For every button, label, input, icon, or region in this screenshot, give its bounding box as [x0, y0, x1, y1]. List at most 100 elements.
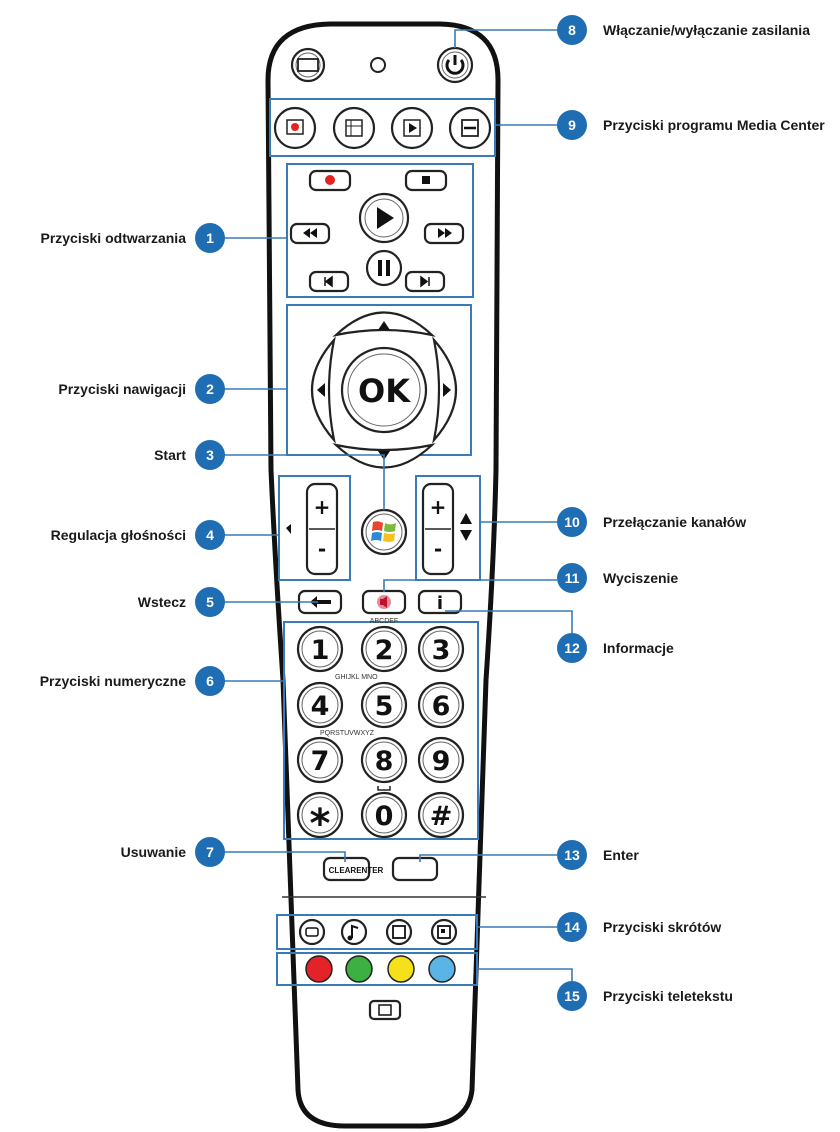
- key-4[interactable]: 4: [296, 681, 344, 729]
- callout-badge: [557, 563, 587, 593]
- key-label: 9: [432, 746, 451, 777]
- indicator-led: [370, 57, 386, 73]
- aspect-button[interactable]: [290, 47, 326, 83]
- callout-badge: [557, 507, 587, 537]
- callout-number: 12: [564, 640, 580, 656]
- numeric-group: [283, 621, 479, 840]
- callout-label: Przełączanie kanałów: [603, 514, 746, 530]
- clear-label: CLEARENTER: [329, 866, 384, 875]
- videos-button[interactable]: [385, 918, 413, 946]
- power-button[interactable]: [436, 46, 474, 84]
- info-icon: i: [437, 593, 443, 614]
- callout-badge: [195, 374, 225, 404]
- key-1[interactable]: 1: [296, 625, 344, 673]
- callout-label: Przyciski numeryczne: [40, 673, 187, 689]
- key-8[interactable]: 8: [360, 736, 408, 784]
- rewind-button[interactable]: [289, 222, 331, 245]
- ok-button[interactable]: OK: [340, 346, 428, 434]
- fast-forward-icon: [438, 228, 452, 238]
- fast-forward-button[interactable]: [423, 222, 465, 245]
- dvd-menu-button[interactable]: [448, 106, 492, 150]
- volume-group: [278, 475, 351, 581]
- speaker-icon: [286, 524, 291, 534]
- key-2[interactable]: 2: [360, 625, 408, 673]
- record-button[interactable]: [308, 169, 352, 192]
- key-star[interactable]: *: [296, 791, 344, 847]
- key-3[interactable]: 3: [417, 625, 465, 673]
- callout-label: Wyciszenie: [603, 570, 678, 586]
- start-button[interactable]: [360, 508, 408, 556]
- guide-button[interactable]: [332, 106, 376, 150]
- channel-arrows-icon: [460, 513, 472, 541]
- callout-label: Przyciski skrótów: [603, 919, 721, 935]
- callout-2: 2 Przyciski nawigacji: [58, 374, 225, 404]
- key-6[interactable]: 6: [417, 681, 465, 729]
- ok-label: OK: [358, 372, 411, 410]
- recorded-tv-button[interactable]: [390, 106, 434, 150]
- callout-badge: [195, 837, 225, 867]
- callout-number: 2: [206, 381, 214, 397]
- mute-button[interactable]: [361, 589, 407, 615]
- nav-left-button[interactable]: [310, 336, 336, 444]
- live-tv-button[interactable]: [273, 106, 317, 150]
- callout-number: 15: [564, 988, 580, 1004]
- callout-number: 14: [564, 919, 580, 935]
- video-icon: [392, 925, 406, 939]
- back-button[interactable]: [297, 589, 343, 615]
- enter-button[interactable]: [391, 856, 439, 882]
- letters-ghi: GHIJKL MNO: [335, 674, 378, 681]
- play-button[interactable]: [358, 192, 410, 244]
- media-center-group: [269, 98, 496, 157]
- key-label: 0: [375, 801, 394, 832]
- teletext-blue-button[interactable]: [428, 955, 456, 983]
- clear-button[interactable]: CLEARENTER: [322, 856, 384, 882]
- channel-rocker[interactable]: + -: [421, 482, 455, 576]
- key-label: 8: [375, 746, 394, 777]
- play-icon: [377, 207, 394, 229]
- stop-button[interactable]: [404, 169, 448, 192]
- previous-button[interactable]: [308, 270, 350, 293]
- callout-14: 14 Przyciski skrótów: [557, 912, 721, 942]
- record-tv-icon: [291, 123, 299, 131]
- callout-number: 8: [568, 22, 576, 38]
- callout-label: Przyciski odtwarzania: [40, 230, 186, 246]
- info-button[interactable]: i: [417, 589, 463, 615]
- key-label: 4: [311, 691, 330, 722]
- teletext-green-button[interactable]: [345, 955, 373, 983]
- previous-icon: [324, 275, 333, 288]
- key-9[interactable]: 9: [417, 736, 465, 784]
- callout-number: 10: [564, 514, 580, 530]
- nav-right-button[interactable]: [432, 336, 458, 444]
- music-button[interactable]: [340, 918, 368, 946]
- callout-badge: [557, 981, 587, 1011]
- callout-label: Informacje: [603, 640, 674, 656]
- space-icon: [377, 786, 391, 791]
- callout-badge: [195, 223, 225, 253]
- callout-number: 6: [206, 673, 214, 689]
- nav-up-button[interactable]: [332, 311, 436, 337]
- callout-label: Regulacja głośności: [51, 527, 186, 543]
- key-7[interactable]: 7: [296, 736, 344, 784]
- key-5[interactable]: 5: [360, 681, 408, 729]
- pictures-button[interactable]: [298, 918, 326, 946]
- teletext-button[interactable]: [368, 999, 402, 1021]
- tv-button[interactable]: [430, 918, 458, 946]
- next-button[interactable]: [404, 270, 446, 293]
- teletext-red-button[interactable]: [305, 955, 333, 983]
- key-0[interactable]: 0: [360, 791, 408, 839]
- callout-label: Przyciski nawigacji: [58, 381, 186, 397]
- volume-rocker[interactable]: + -: [305, 482, 339, 576]
- teletext-yellow-button[interactable]: [387, 955, 415, 983]
- key-label: 1: [311, 635, 330, 666]
- volume-down-label: -: [318, 537, 326, 561]
- callout-number: 7: [206, 844, 214, 860]
- stop-icon: [422, 176, 430, 184]
- callout-badge: [557, 840, 587, 870]
- key-hash[interactable]: #: [417, 791, 465, 839]
- music-note-icon: [351, 924, 359, 938]
- pause-button[interactable]: [365, 249, 403, 287]
